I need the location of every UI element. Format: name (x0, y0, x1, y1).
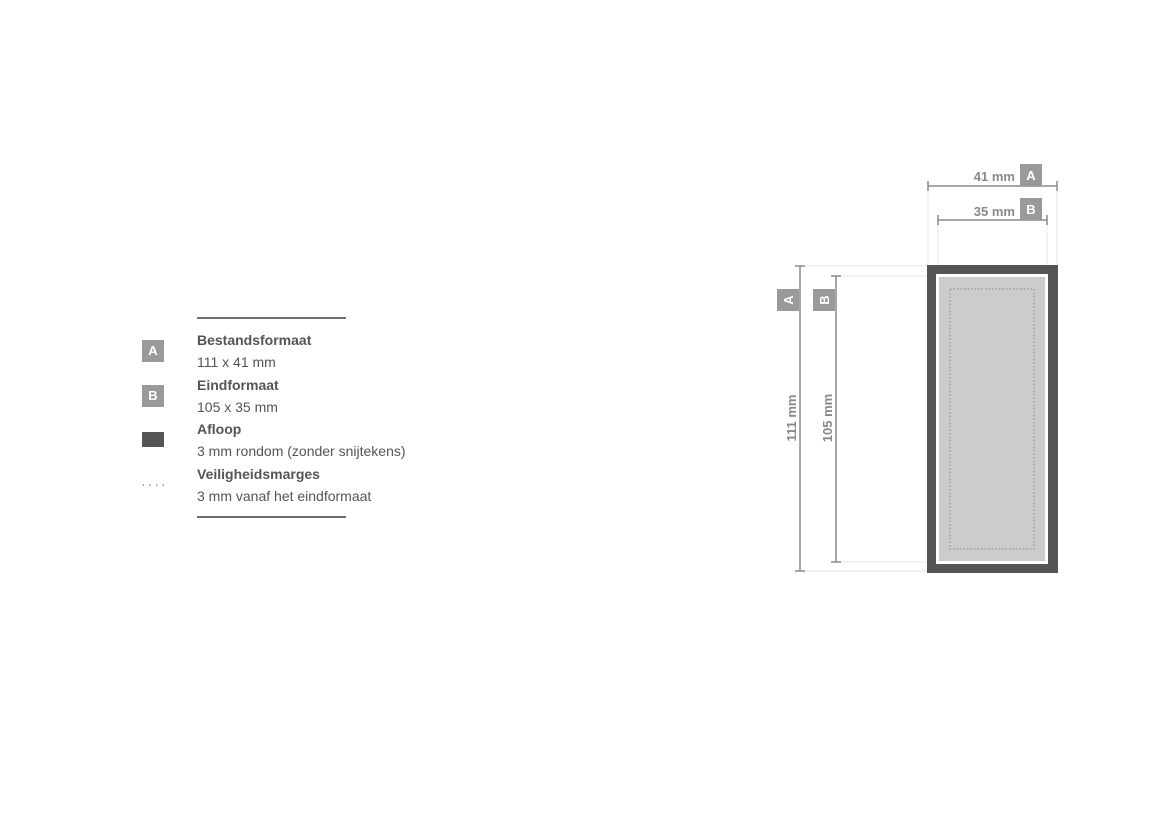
extension-guides (800, 188, 1058, 572)
height-b-badge: B (817, 295, 832, 304)
legend-marker-a: A (142, 340, 164, 362)
legend-top-rule (197, 317, 346, 319)
dimension-height-b (831, 275, 841, 563)
legend-title-final-format: Eindformaat (197, 377, 279, 393)
width-b-badge-bg (1020, 198, 1042, 220)
height-a-badge-bg (777, 289, 799, 311)
legend-desc-final-format: 105 x 35 mm (197, 399, 278, 415)
dimension-height-a (795, 265, 805, 572)
width-a-badge: A (1026, 168, 1036, 183)
legend-title-file-format: Bestandsformaat (197, 332, 312, 348)
legend-desc-bleed: 3 mm rondom (zonder snijtekens) (197, 443, 406, 459)
height-a-badge: A (781, 295, 796, 305)
legend-marker-b: B (142, 385, 164, 407)
width-a-badge-bg (1020, 164, 1042, 186)
width-b-badge: B (1026, 202, 1035, 217)
safety-margin-line (949, 288, 1035, 550)
width-a-label: 41 mm (974, 169, 1015, 184)
legend-desc-file-format: 111 x 41 mm (197, 354, 276, 370)
legend-dotted-line-icon: ···· (141, 476, 168, 492)
width-b-label: 35 mm (974, 204, 1015, 219)
height-b-label: 105 mm (820, 394, 835, 442)
height-a-label: 111 mm (784, 395, 799, 442)
legend-bleed-swatch (142, 432, 164, 447)
legend-bottom-rule (197, 516, 346, 518)
legend-title-safety-margin: Veiligheidsmarges (197, 466, 320, 482)
trim-area (939, 277, 1045, 561)
legend-title-bleed: Afloop (197, 421, 242, 437)
legend-desc-safety-margin: 3 mm vanaf het eindformaat (197, 488, 372, 504)
height-b-badge-bg (813, 289, 835, 311)
